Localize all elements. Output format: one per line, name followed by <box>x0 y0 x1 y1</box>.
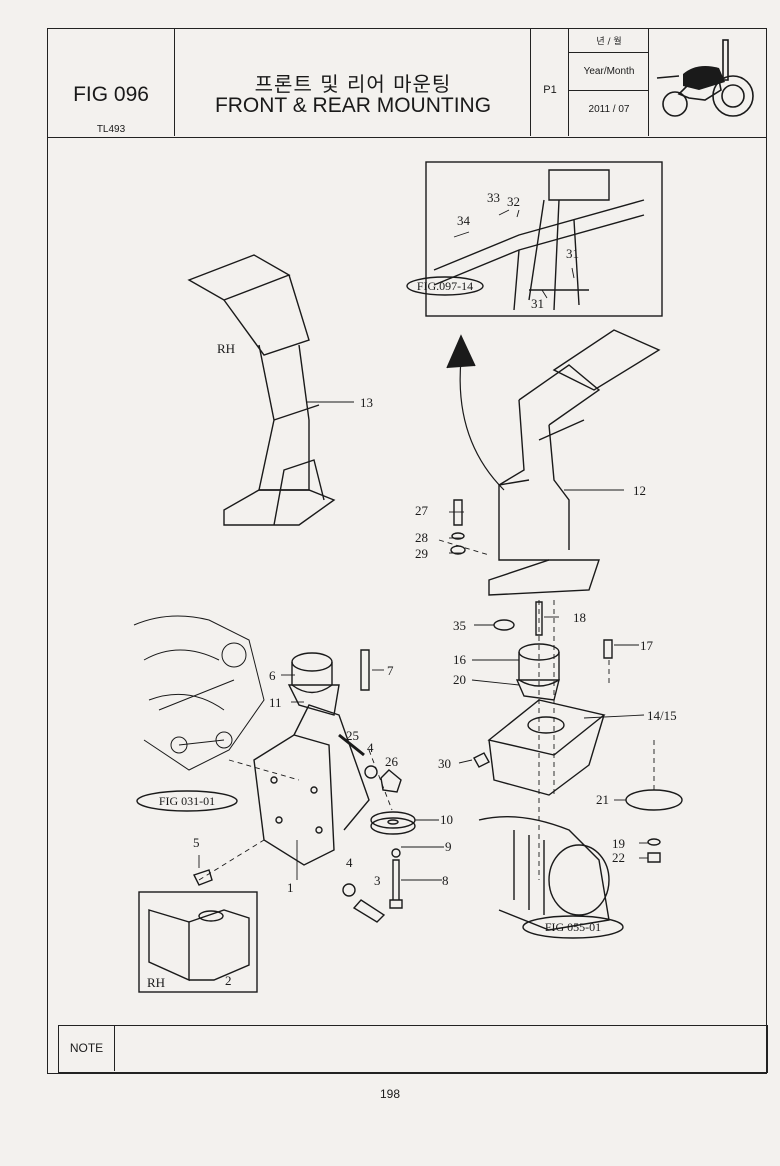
date-cell: 년 / 월 Year/Month 2011 / 07 <box>569 28 649 136</box>
bracket-14-15-sketch <box>487 699 606 796</box>
tractor-logo-cell <box>649 28 767 136</box>
callout-21: 21 <box>596 792 609 807</box>
housing-sketch <box>478 816 610 931</box>
callout-7: 7 <box>387 663 394 678</box>
rh-label-top: RH <box>217 341 235 356</box>
callout-14-15: 14/15 <box>647 708 677 723</box>
title-korean: 프론트 및 리어 마운팅 <box>254 72 452 96</box>
page-frame <box>47 28 767 1074</box>
washer-19 <box>647 838 661 846</box>
callout-1: 1 <box>287 880 294 895</box>
fig-cell: FIG 096 TL493 <box>47 28 175 136</box>
engine-block-sketch <box>133 615 265 771</box>
detail-inset-box <box>425 161 663 317</box>
callout-9: 9 <box>445 839 452 854</box>
rh-label-inset: RH <box>147 975 165 990</box>
washer-9 <box>391 848 401 858</box>
tractor-logo-icon <box>656 39 754 117</box>
exploded-parts-diagram: 1 2 3 4 4 5 6 7 8 9 10 11 12 13 14/15 16… <box>133 161 683 993</box>
date-value: 2011 / 07 <box>588 104 630 115</box>
callout-18: 18 <box>573 610 586 625</box>
washer-4 <box>364 765 378 779</box>
note-row: NOTE <box>58 1025 768 1073</box>
callout-29: 29 <box>415 546 428 561</box>
header-block: FIG 096 TL493 프론트 및 리어 마운팅 FRONT & REAR … <box>47 28 767 138</box>
callout-35: 35 <box>453 618 466 633</box>
callout-27: 27 <box>415 503 429 518</box>
callout-2: 2 <box>225 973 232 988</box>
fig-097-14-outline <box>406 276 484 296</box>
fig-031-01-ref[interactable]: FIG 031-01 <box>159 794 215 808</box>
nut-22 <box>647 852 661 863</box>
callout-28: 28 <box>415 530 428 545</box>
callout-3: 3 <box>374 873 381 888</box>
stud-25 <box>338 733 365 757</box>
divider <box>569 90 649 91</box>
plug-5 <box>193 869 213 886</box>
callout-33: 33 <box>487 190 500 205</box>
mount-16-sketch <box>515 643 560 701</box>
callout-32: 32 <box>507 194 520 209</box>
bolt-17 <box>603 639 613 659</box>
nut-30 <box>473 752 490 768</box>
callout-25: 25 <box>346 728 359 743</box>
callout-5: 5 <box>193 835 200 850</box>
washer-21 <box>625 789 683 811</box>
bracket-13-sketch <box>187 254 336 526</box>
callout-11: 11 <box>269 695 282 710</box>
bolt-8 <box>389 859 403 909</box>
bolt-7-sketch <box>360 649 370 691</box>
fig-055-01-ref[interactable]: FIG 055-01 <box>545 920 601 934</box>
bolt-27 <box>453 499 463 526</box>
frame-12-sketch <box>488 329 661 596</box>
mount-6-sketch <box>287 652 340 716</box>
callout-4-lower: 4 <box>346 855 353 870</box>
callout-8: 8 <box>442 873 449 888</box>
callout-31-top: 31 <box>566 246 579 261</box>
stud-18 <box>535 601 543 636</box>
bolt-3 <box>352 899 386 923</box>
title-english: FRONT & REAR MOUNTING <box>214 94 492 117</box>
callout-30: 30 <box>438 756 451 771</box>
callout-17: 17 <box>640 638 654 653</box>
page-code: P1 <box>543 84 557 96</box>
upward-arrow <box>459 359 505 491</box>
leader-lines <box>198 209 648 881</box>
callout-12: 12 <box>633 483 646 498</box>
detail-frame-sketch <box>433 169 645 311</box>
spacer-35 <box>493 619 515 631</box>
callout-10: 10 <box>440 812 453 827</box>
washer-28 <box>451 532 465 540</box>
callout-16: 16 <box>453 652 467 667</box>
washer-4-lower <box>342 883 356 897</box>
callout-34: 34 <box>457 213 471 228</box>
alignment-lines <box>198 539 655 881</box>
pad-10-sketch <box>370 811 416 835</box>
callout-22: 22 <box>612 850 625 865</box>
bracket-2-sketch <box>148 909 250 982</box>
callout-19: 19 <box>612 836 625 851</box>
fig-031-01-outline <box>136 790 238 812</box>
divider <box>569 52 649 53</box>
title-cell: 프론트 및 리어 마운팅 FRONT & REAR MOUNTING <box>175 28 531 136</box>
callout-13: 13 <box>360 395 373 410</box>
page-cell: P1 <box>531 28 569 136</box>
date-label: Year/Month <box>583 66 635 77</box>
fig-097-14-ref[interactable]: FIG.097-14 <box>417 279 473 293</box>
note-label: NOTE <box>59 1026 115 1071</box>
callout-31-bottom: 31 <box>531 296 544 311</box>
model-code: TL493 <box>96 124 126 135</box>
date-label-korean: 년 / 월 <box>596 37 622 47</box>
page-number: 198 <box>379 1087 401 1101</box>
callout-20: 20 <box>453 672 466 687</box>
fig-055-01-outline <box>522 915 624 939</box>
callout-26: 26 <box>385 754 399 769</box>
callout-6: 6 <box>269 668 276 683</box>
arrow-head-icon <box>446 334 476 369</box>
inset-rh-box <box>138 891 258 993</box>
callout-4-upper: 4 <box>367 740 374 755</box>
nut-26 <box>380 769 402 793</box>
fig-number: FIG 096 <box>73 83 149 106</box>
